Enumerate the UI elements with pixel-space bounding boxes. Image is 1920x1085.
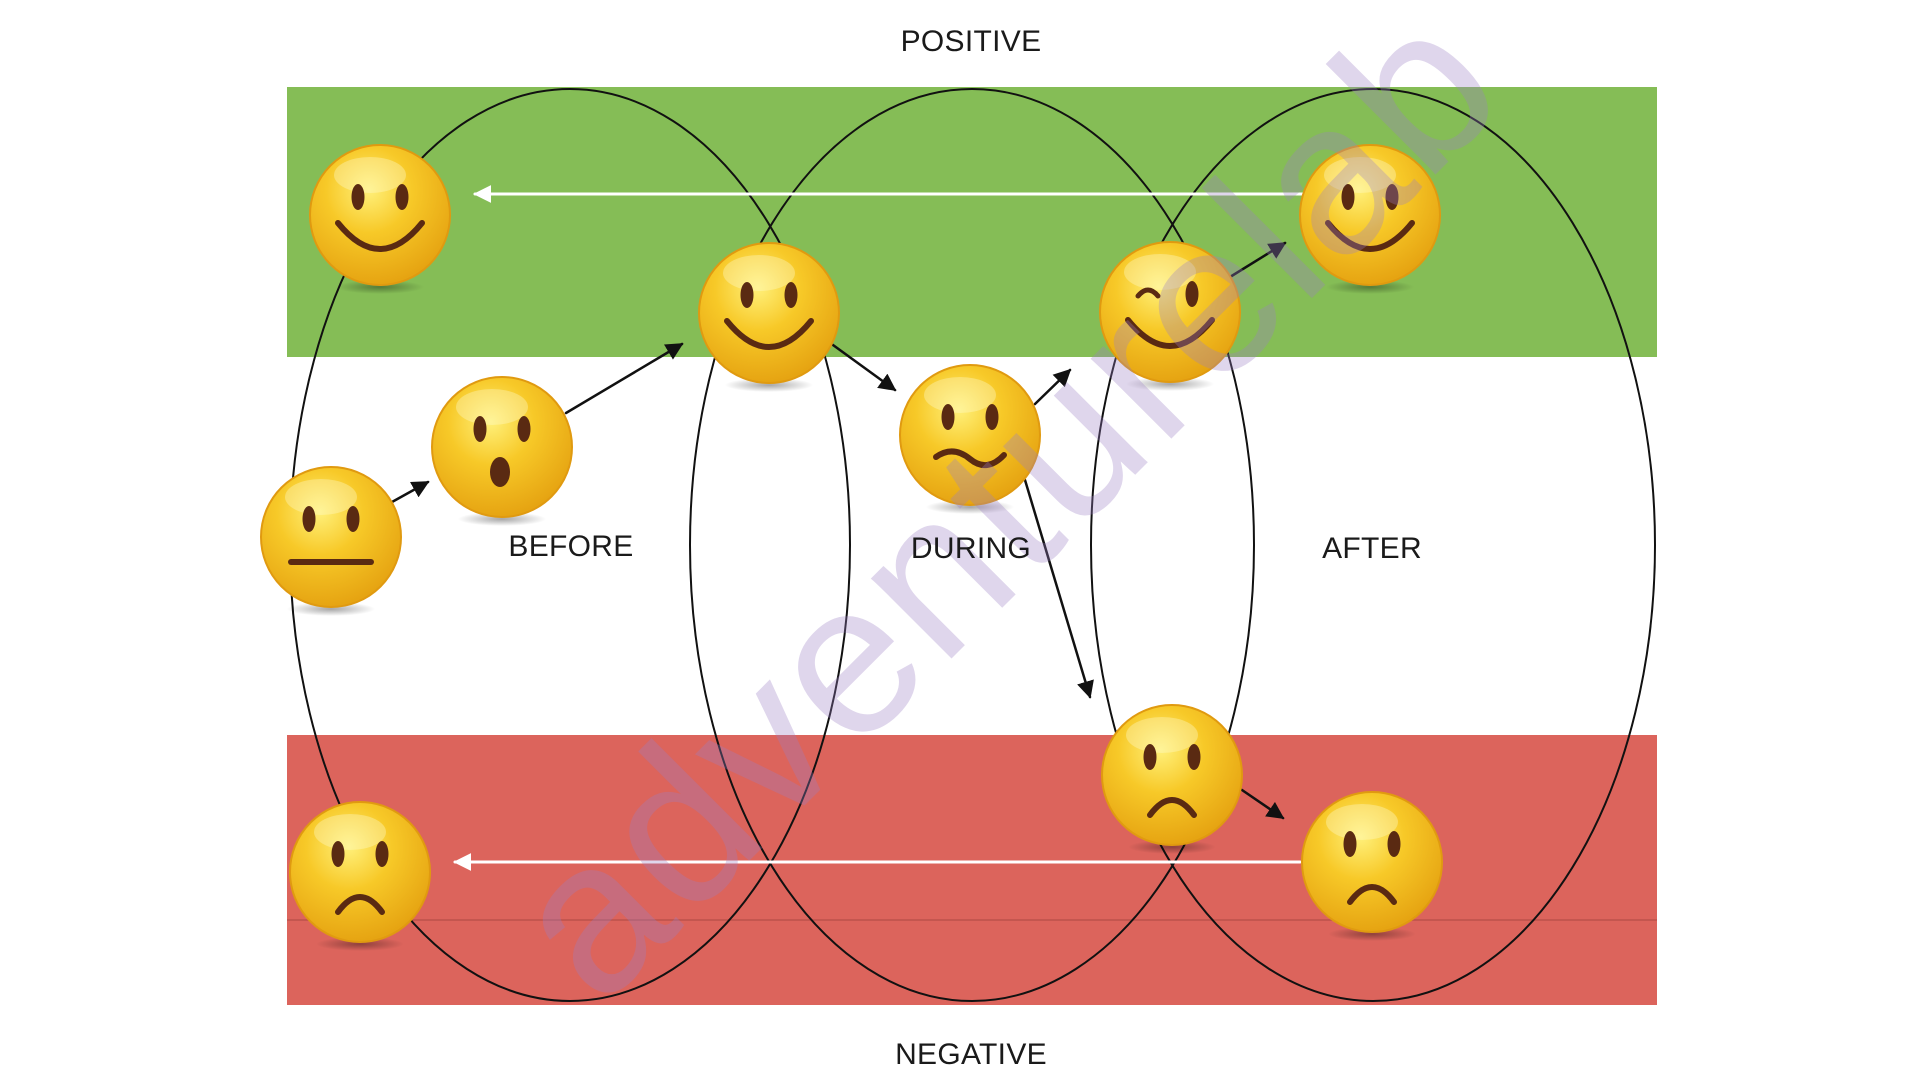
left-eye [331, 841, 345, 867]
phase-label-before: BEFORE [508, 530, 634, 563]
right-eye [1387, 831, 1401, 857]
wink-eye [1135, 287, 1161, 299]
arrow-neutral-to-surprised [390, 480, 430, 504]
face-head [289, 801, 431, 943]
arrow-happy-to-uneasy [831, 343, 897, 392]
left-eye [302, 506, 316, 532]
face-shadow [1128, 840, 1216, 854]
face-before-negative-memory [289, 801, 431, 951]
phase-label-after: AFTER [1322, 532, 1422, 565]
right-eye [985, 404, 999, 430]
right-eye [784, 282, 798, 308]
negative-label: NEGATIVE [895, 1038, 1047, 1071]
mouth-surprised [490, 457, 510, 487]
face-highlight [1324, 157, 1396, 193]
face-highlight [924, 377, 996, 413]
face-highlight [285, 479, 357, 515]
right-eye [1185, 281, 1199, 307]
face-head [431, 376, 573, 518]
face-before-positive-memory [309, 144, 451, 294]
face-head [1101, 704, 1243, 846]
right-eye [346, 506, 360, 532]
positive-label: POSITIVE [900, 25, 1042, 58]
face-before-surprised [431, 376, 573, 526]
face-highlight [334, 157, 406, 193]
arrow-wink-to-after-happy [1228, 241, 1287, 279]
face-shadow [725, 378, 813, 392]
right-eye [1385, 184, 1399, 210]
face-highlight [456, 389, 528, 425]
face-shadow [316, 937, 404, 951]
left-eye [1341, 184, 1355, 210]
arrow-sad-to-after-sad [1240, 788, 1285, 820]
during-ellipse [689, 88, 1255, 1002]
face-after-happy [1299, 144, 1441, 294]
left-eye [473, 416, 487, 442]
right-eye [1187, 744, 1201, 770]
face-shadow [1328, 927, 1416, 941]
face-head [309, 144, 451, 286]
face-during-sad [1101, 704, 1243, 854]
left-eye [740, 282, 754, 308]
mouth-happy [1325, 220, 1415, 252]
phase-label-during: DURING [910, 532, 1032, 565]
left-eye [941, 404, 955, 430]
right-eye [395, 184, 409, 210]
arrow-uneasy-to-sad [1023, 478, 1094, 699]
face-highlight [723, 255, 795, 291]
transition-arrows [390, 185, 1307, 871]
face-during-wink [1099, 241, 1241, 391]
emotion-faces [260, 144, 1443, 951]
mouth-sad [1147, 797, 1197, 818]
face-highlight [1326, 804, 1398, 840]
face-head [899, 364, 1041, 506]
left-eye [1343, 831, 1357, 857]
face-shadow [287, 602, 375, 616]
face-before-neutral [260, 466, 402, 616]
face-shadow [458, 512, 546, 526]
after-ellipse [1090, 88, 1656, 1002]
face-during-happy [698, 242, 840, 392]
left-eye [1143, 744, 1157, 770]
mouth-sad [1347, 884, 1397, 905]
face-during-uneasy [899, 364, 1041, 514]
face-after-sad [1301, 791, 1443, 941]
arrow-uneasy-to-wink [1033, 368, 1072, 406]
mouth-happy [724, 318, 814, 350]
mouth-uneasy [933, 448, 1007, 468]
left-eye [351, 184, 365, 210]
arrow-surprised-to-happy [564, 342, 684, 415]
mouth-happy [335, 220, 425, 252]
face-shadow [336, 280, 424, 294]
mouth-sad [335, 894, 385, 915]
face-highlight [314, 814, 386, 850]
right-eye [375, 841, 389, 867]
face-highlight [1126, 717, 1198, 753]
face-head [1099, 241, 1241, 383]
face-shadow [1326, 280, 1414, 294]
face-shadow [926, 500, 1014, 514]
face-head [698, 242, 840, 384]
face-head [260, 466, 402, 608]
face-highlight [1124, 254, 1196, 290]
mouth-wink [1125, 317, 1215, 349]
face-head [1299, 144, 1441, 286]
face-shadow [1126, 377, 1214, 391]
right-eye [517, 416, 531, 442]
face-head [1301, 791, 1443, 933]
